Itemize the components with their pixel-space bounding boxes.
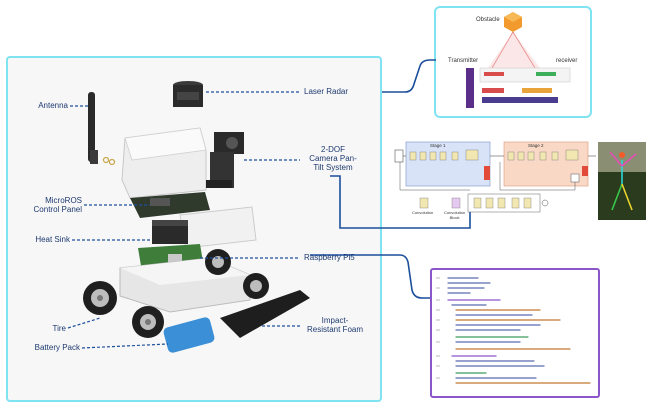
- code-screenshot-panel: [430, 268, 600, 398]
- connector-lines: [310, 59, 471, 299]
- label-convolution-block: Convolution Block: [444, 210, 466, 220]
- camera-connector: [330, 175, 471, 229]
- middle-shell: [179, 206, 257, 249]
- label-stage-2: Stage 2: [528, 143, 544, 148]
- label-antenna: Antenna: [38, 101, 68, 110]
- label-convolution: Convolution: [412, 210, 434, 215]
- label-transmitter: Transmitter: [448, 58, 479, 64]
- stage1-block: [405, 141, 491, 187]
- label-receiver: receiver: [556, 58, 578, 64]
- stage2-block: [503, 141, 589, 187]
- heat-sink: [152, 226, 188, 244]
- stage-diagram: [394, 141, 646, 220]
- antenna-rod: [88, 92, 95, 162]
- raspberry-connector: [310, 254, 430, 299]
- label-impact-resistant-foam: Impact- Resistant Foam: [306, 316, 364, 334]
- label-heat-sink: Heat Sink: [35, 235, 70, 244]
- leader-lines: [67, 91, 300, 349]
- label-obstacle: Obstacle: [476, 17, 500, 23]
- radar-diagram: [466, 12, 571, 108]
- code-lines: [447, 277, 591, 384]
- label-raspberry-pi5: Raspberry Pi5: [304, 253, 355, 262]
- label-laser-radar: Laser Radar: [304, 87, 349, 96]
- label-camera-pan-tilt: 2-DOF Camera Pan- Tilt System: [309, 145, 357, 172]
- wheels: [83, 249, 269, 338]
- label-battery-pack: Battery Pack: [34, 343, 80, 352]
- code-line-numbers: [436, 277, 440, 379]
- radar-connector: [382, 59, 436, 93]
- label-tire: Tire: [52, 324, 66, 333]
- robot-illustration: [83, 81, 310, 353]
- battery-pack: [163, 317, 215, 353]
- label-microros-control-panel: MicroROS Control Panel: [33, 196, 82, 214]
- label-stage-1: Stage 1: [430, 143, 446, 148]
- impact-foam: [220, 290, 310, 338]
